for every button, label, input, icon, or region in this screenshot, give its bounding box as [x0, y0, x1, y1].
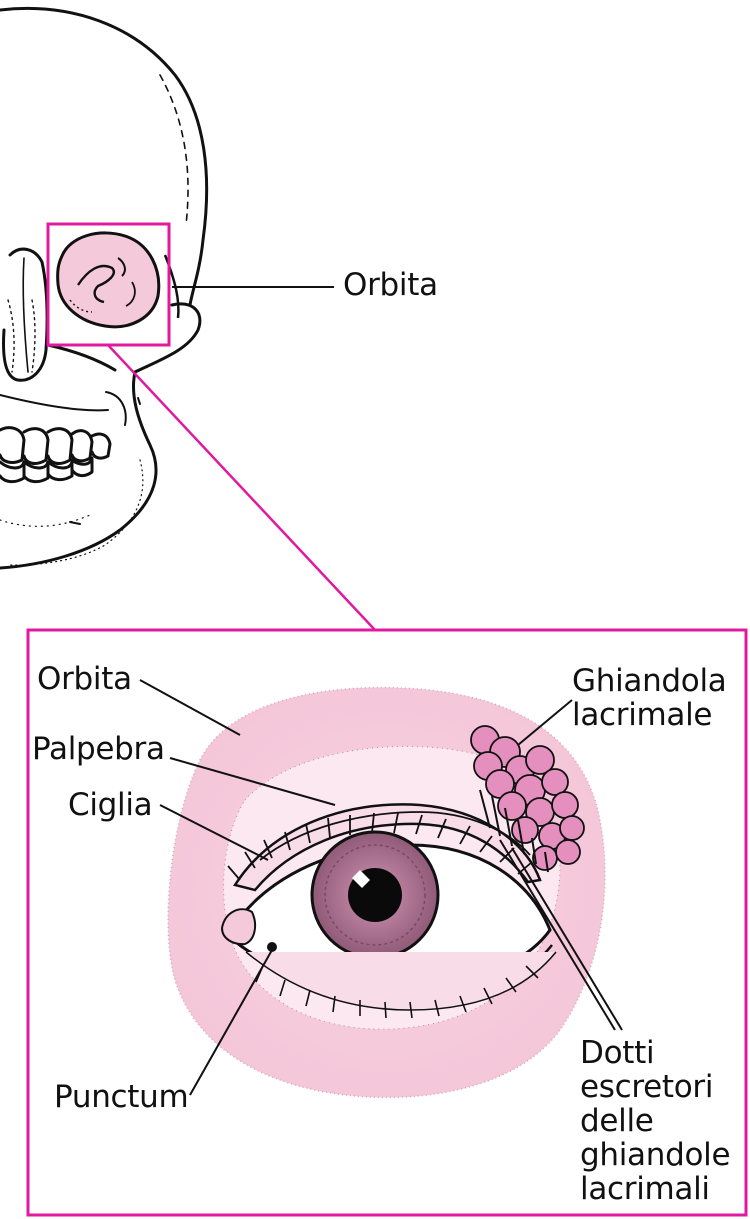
label-ducts-line-1: Dotti: [580, 1035, 655, 1071]
label-eyelid: Palpebra: [32, 731, 165, 767]
label-skull-orbit: Orbita: [343, 267, 438, 303]
label-ducts-line-5: lacrimali: [580, 1171, 710, 1207]
leader-lines: [139, 679, 623, 1096]
label-lacrimal-gland: Ghiandola lacrimale: [572, 663, 727, 733]
label-lacrimal-gland-line-2: lacrimale: [572, 697, 713, 733]
label-ducts-line-2: escretori: [580, 1069, 714, 1105]
label-lacrimal-gland-line-1: Ghiandola: [572, 663, 727, 699]
skull-illustration: [0, 6, 209, 570]
label-ducts-line-3: delle: [580, 1103, 654, 1139]
label-orbit: Orbita: [37, 661, 132, 697]
lacrimal-gland-illustration: [470, 725, 585, 873]
label-punctum: Punctum: [54, 1079, 189, 1115]
skull-orbit: [56, 231, 161, 329]
zoom-connector: [107, 344, 376, 631]
eyelid-illustration: [233, 803, 542, 892]
label-eyelashes: Ciglia: [68, 787, 153, 823]
label-ducts: Dotti escretori delle ghiandole lacrimal…: [580, 1035, 731, 1207]
eye-illustration: [220, 812, 557, 1019]
label-ducts-line-4: ghiandole: [580, 1137, 731, 1173]
